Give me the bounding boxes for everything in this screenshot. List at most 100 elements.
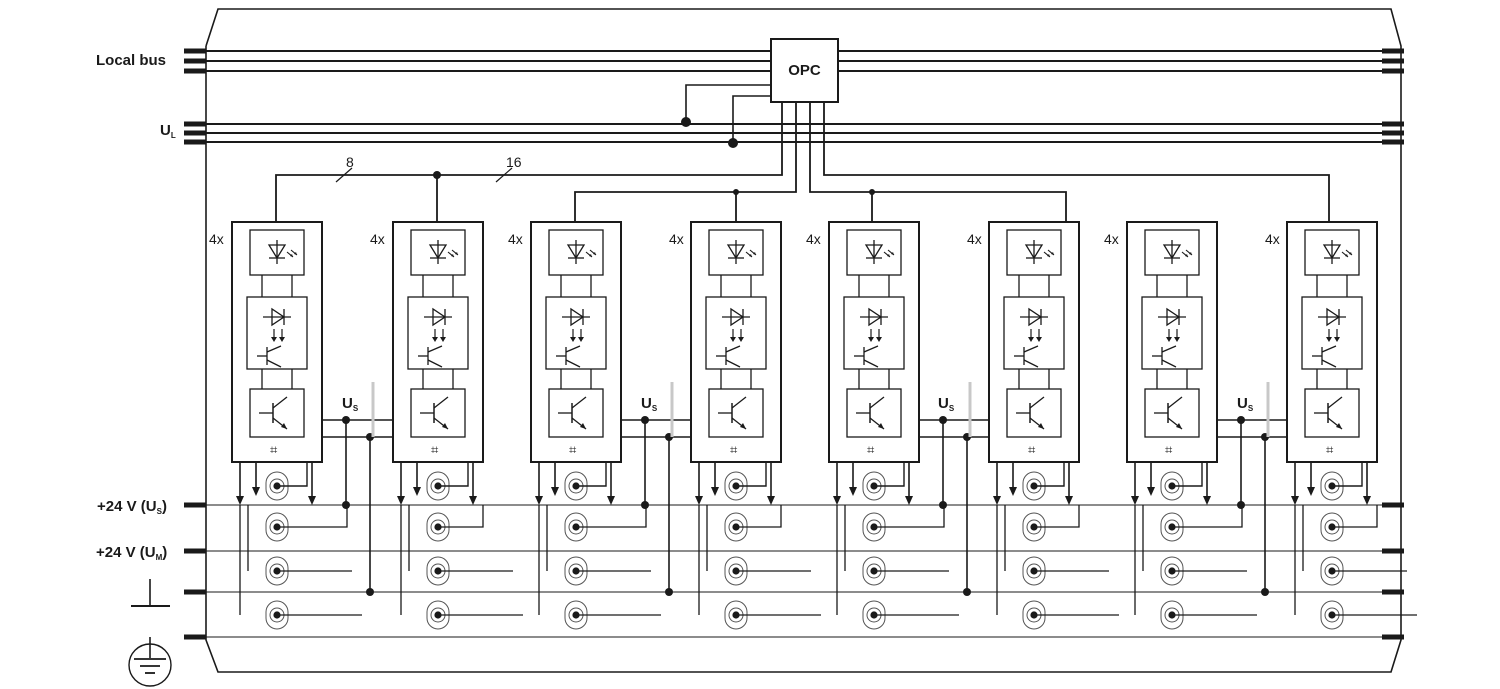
optocoupler-box xyxy=(1301,296,1363,370)
opc-bus-group-1 xyxy=(275,103,783,222)
transistor-symbol xyxy=(558,396,587,430)
opto-transistor-collector xyxy=(1161,345,1177,353)
terminal-wire xyxy=(1332,462,1363,487)
module-multiplier-2: 4x xyxy=(370,231,385,247)
transistor-collector xyxy=(731,396,747,409)
led-ray-head xyxy=(1345,254,1348,257)
us-supply-close: ) xyxy=(161,498,167,515)
module-pair-wiring-3 xyxy=(833,382,1119,630)
led-symbol xyxy=(267,240,298,264)
terminal-wire xyxy=(438,505,484,528)
ul-label-main: U xyxy=(160,122,171,139)
module-multiplier-5: 4x xyxy=(806,231,821,247)
junction-dot xyxy=(342,501,350,509)
optocoupler-box xyxy=(407,296,469,370)
opto-ray-head xyxy=(1174,337,1180,342)
hash-mark-4: ⌗ xyxy=(730,442,738,457)
output-module-4 xyxy=(690,221,782,463)
transistor-symbol xyxy=(420,396,449,430)
hash-mark-5: ⌗ xyxy=(867,442,875,457)
opto-transistor-emitter xyxy=(1023,359,1039,368)
opto-diode xyxy=(730,307,745,327)
module-multiplier-7: 4x xyxy=(1104,231,1119,247)
terminal-wire xyxy=(1034,462,1065,487)
optocoupler-box xyxy=(545,296,607,370)
junction-dot xyxy=(1237,501,1245,509)
transistor-symbol xyxy=(259,396,288,430)
opto-ray-head xyxy=(876,337,882,342)
transistor-box xyxy=(1006,388,1062,438)
arrow-head xyxy=(469,496,477,505)
optocoupler-box xyxy=(1003,296,1065,370)
us-node-label-2: US xyxy=(641,396,657,413)
module-pair-wiring-4 xyxy=(1131,382,1417,630)
junction-dot xyxy=(641,501,649,509)
terminal-wire xyxy=(874,505,945,528)
us-node-main: U xyxy=(342,395,353,412)
arrow-head xyxy=(1291,496,1299,505)
terminal-wire xyxy=(1332,505,1378,528)
optocoupler-symbol xyxy=(257,307,291,368)
arrow-head xyxy=(607,496,615,505)
transistor-symbol xyxy=(1016,396,1045,430)
hash-mark-8: ⌗ xyxy=(1326,442,1334,457)
arrow-head xyxy=(695,496,703,505)
um-supply-main: +24 V (U xyxy=(96,544,156,561)
junction-dot xyxy=(665,588,673,596)
transistor-arrow xyxy=(740,423,746,429)
optocoupler-symbol xyxy=(1014,307,1048,368)
opc-ul-feed-1 xyxy=(685,84,770,122)
terminal-wire xyxy=(874,462,905,487)
terminal-wire xyxy=(277,462,308,487)
bus-width-8-label: 8 xyxy=(346,154,354,170)
optocoupler-box xyxy=(843,296,905,370)
led-ray-head xyxy=(593,252,596,255)
module-pair-wiring-2 xyxy=(535,382,821,630)
terminal-wire xyxy=(1172,505,1243,528)
junction-dot xyxy=(433,171,441,179)
hash-mark-7: ⌗ xyxy=(1165,442,1173,457)
arrow-head xyxy=(236,496,244,505)
transistor-symbol xyxy=(1314,396,1343,430)
module-multiplier-4: 4x xyxy=(669,231,684,247)
terminal-wire xyxy=(1034,505,1080,528)
led-ray-head xyxy=(1349,252,1352,255)
led-ray-head xyxy=(753,252,756,255)
led-ray-head xyxy=(887,254,890,257)
opto-ray-head xyxy=(279,337,285,342)
led-symbol xyxy=(428,240,459,264)
arrow-head xyxy=(833,496,841,505)
led-ray-head xyxy=(1047,254,1050,257)
transistor-box xyxy=(410,388,466,438)
bus-width-slash xyxy=(335,167,353,183)
arrow-head xyxy=(252,487,260,496)
transistor-arrow xyxy=(1336,423,1342,429)
optocoupler-symbol xyxy=(556,307,590,368)
junction-dot xyxy=(939,501,947,509)
housing-outline xyxy=(205,8,1402,673)
opc-bus-group-3 xyxy=(809,103,1067,222)
output-module-1 xyxy=(231,221,323,463)
terminal-wire xyxy=(438,462,469,487)
opto-ray-head xyxy=(1028,337,1034,342)
led-ray-head xyxy=(1185,254,1188,257)
opto-transistor-emitter xyxy=(427,359,443,368)
opto-transistor-collector xyxy=(725,345,741,353)
optocoupler-box xyxy=(246,296,308,370)
opto-diode xyxy=(868,307,883,327)
us-node-main: U xyxy=(1237,395,1248,412)
us-supply-main: +24 V (U xyxy=(97,498,157,515)
optocoupler-symbol xyxy=(854,307,888,368)
led-ray-head xyxy=(1051,252,1054,255)
led-box xyxy=(1006,229,1062,276)
arrow-head xyxy=(413,487,421,496)
led-box xyxy=(410,229,466,276)
um-supply-label: +24 V (UM) xyxy=(96,545,167,562)
module-multiplier-6: 4x xyxy=(967,231,982,247)
output-module-2 xyxy=(392,221,484,463)
arrow-head xyxy=(1203,496,1211,505)
terminal-wire xyxy=(576,462,607,487)
opc-bus-group-4 xyxy=(823,103,1330,222)
transistor-arrow xyxy=(1038,423,1044,429)
